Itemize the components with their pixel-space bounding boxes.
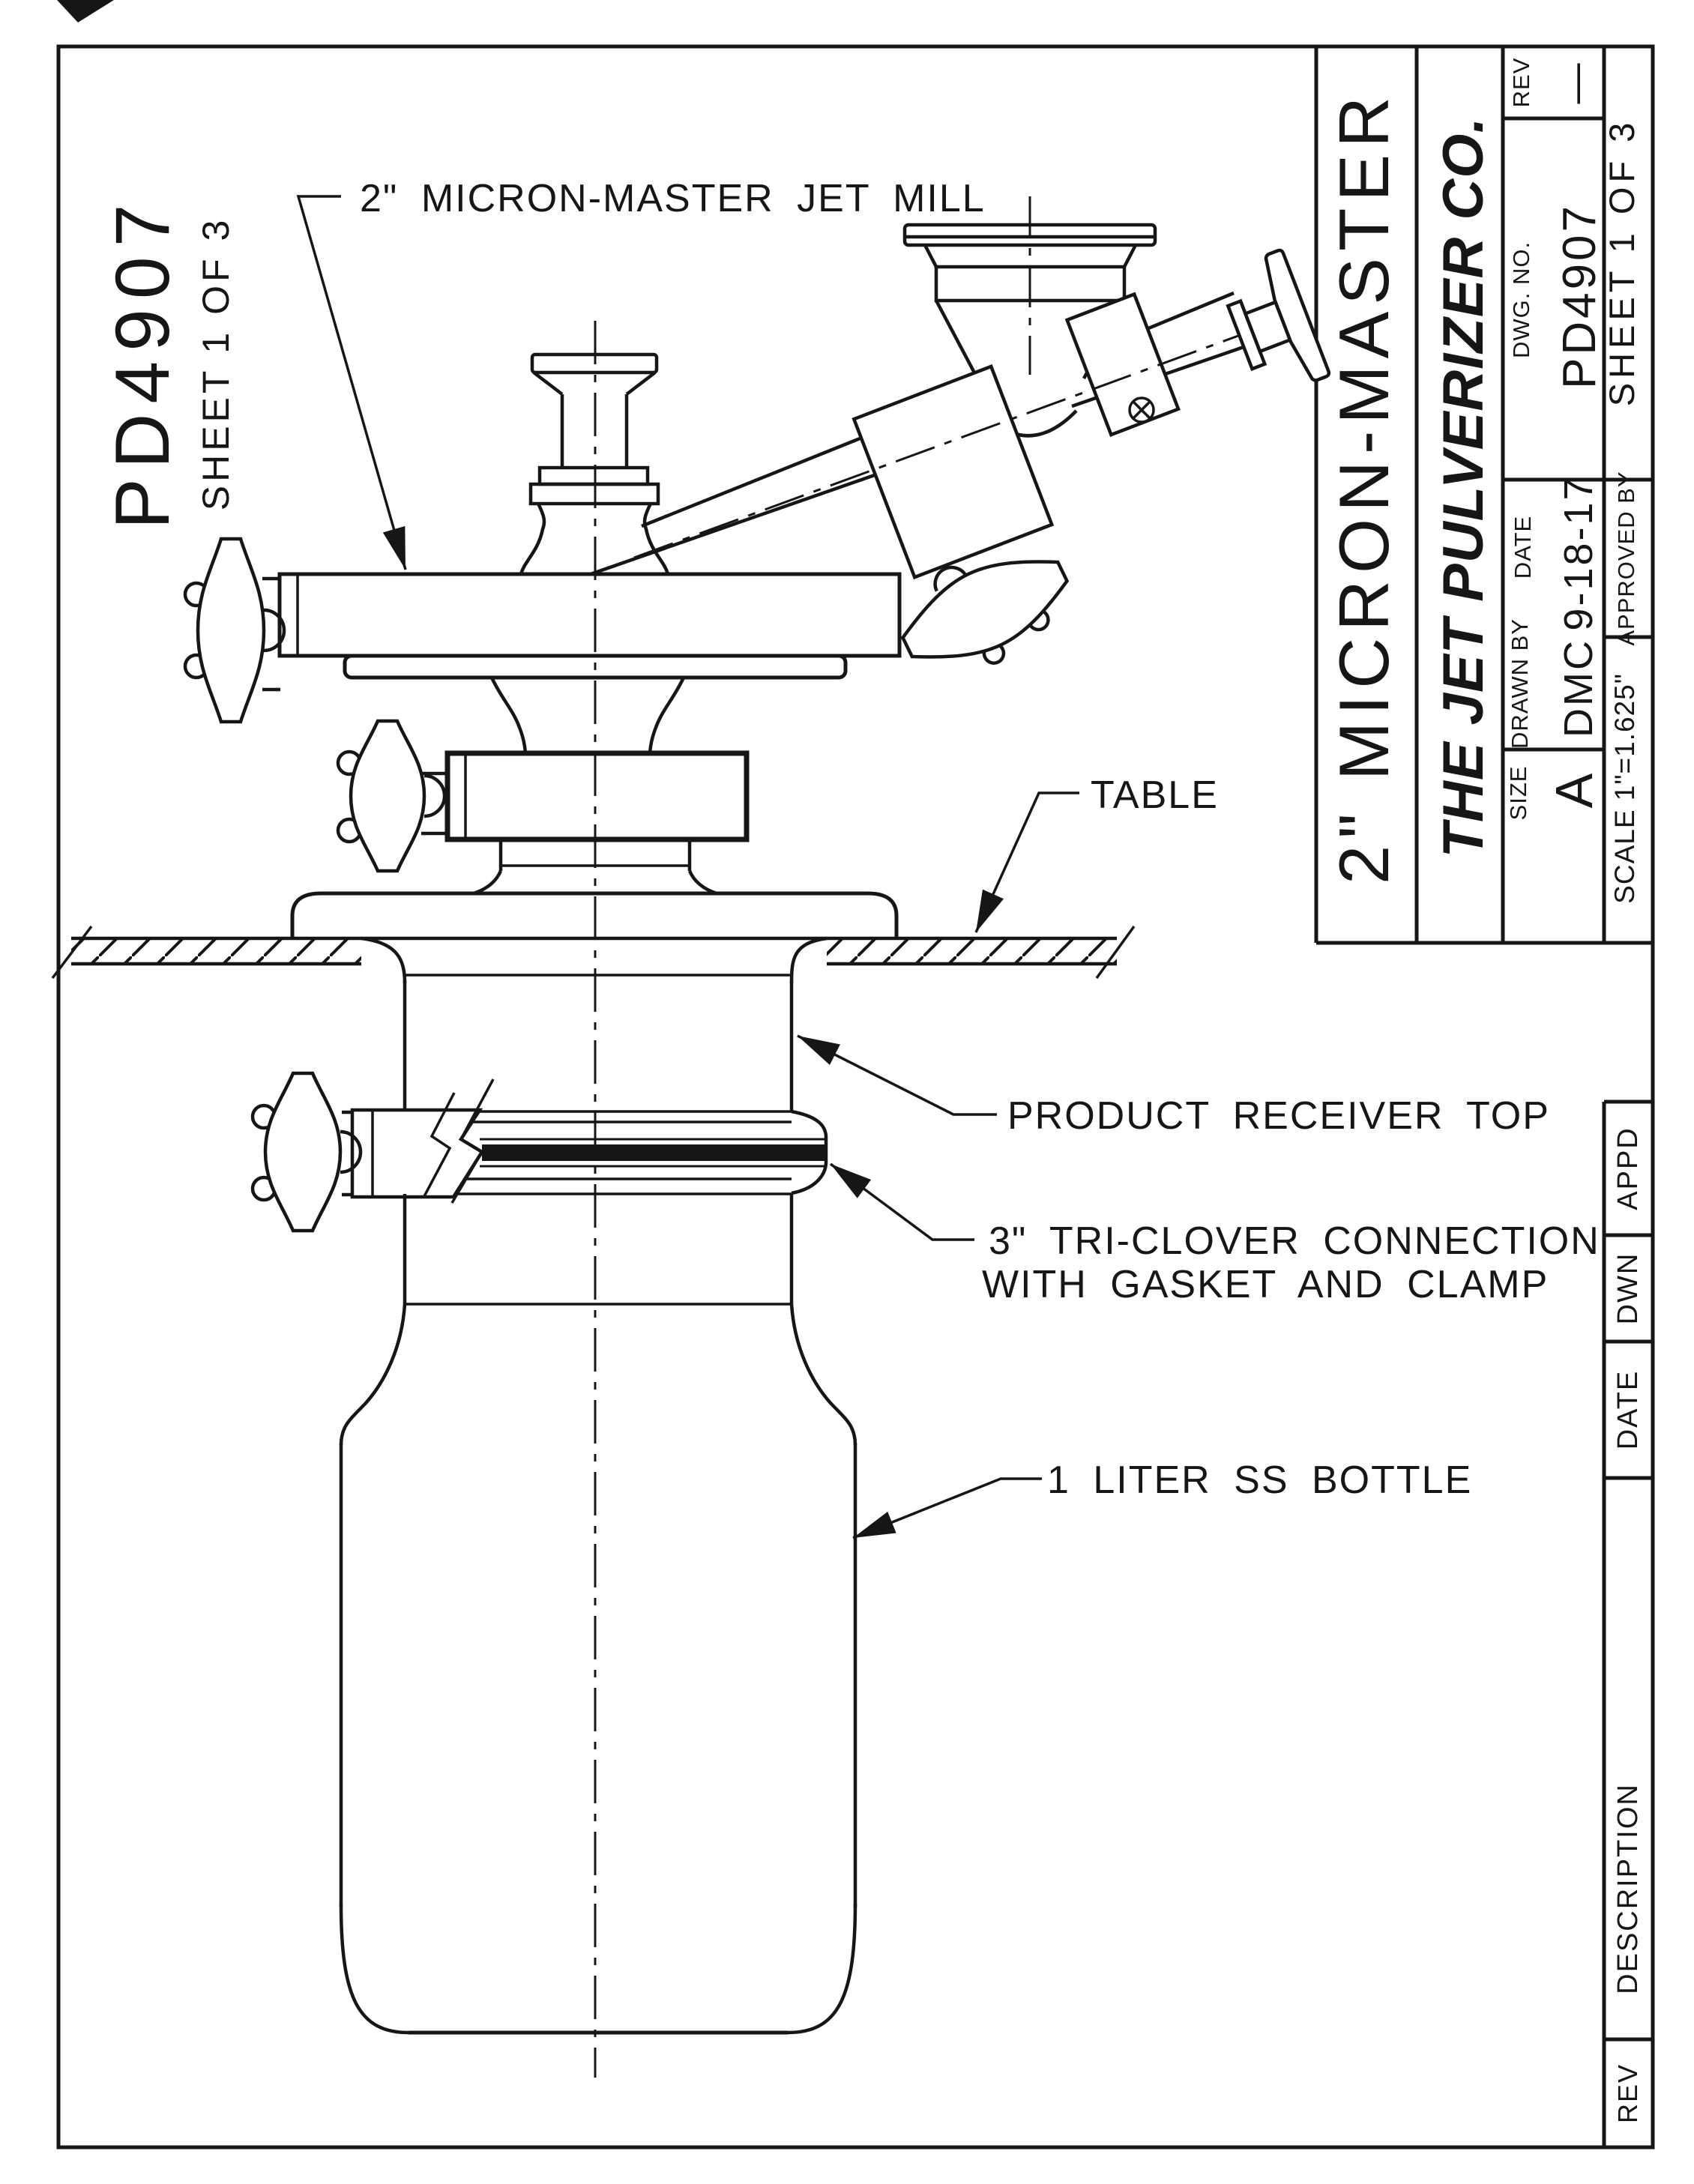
jet-mill bbox=[183, 352, 902, 938]
table-hatch-right bbox=[827, 940, 1117, 962]
injector-wing-clamp bbox=[900, 560, 1070, 665]
callout-triclover-line1: 3" TRI-CLOVER CONNECTION bbox=[989, 1219, 1600, 1263]
title-block-title: 2" MICRON-MASTER bbox=[1324, 90, 1403, 884]
plunger-knob bbox=[1226, 248, 1331, 382]
mid-wing-clamp bbox=[336, 719, 447, 873]
strip-rev: REV bbox=[1612, 2063, 1643, 2123]
rev-value: — bbox=[1553, 61, 1598, 104]
corner-dwg-no: PD4907 bbox=[100, 195, 185, 530]
table-hatch-left bbox=[71, 940, 361, 962]
strip-date: DATE bbox=[1612, 1370, 1644, 1450]
break-line-1 bbox=[450, 1079, 495, 1204]
drawing-frame bbox=[56, 44, 1655, 2150]
revision-strip: APPD DWN DATE DESCRIPTION REV bbox=[1602, 1099, 1653, 2147]
receiver-wing-clamp bbox=[250, 1071, 363, 1233]
break-line-2 bbox=[422, 1092, 456, 1198]
sheet-label: SHEET 1 OF 3 bbox=[1602, 118, 1642, 407]
title-block bbox=[1314, 46, 1653, 945]
drawn-by-value: DMC bbox=[1556, 639, 1601, 737]
ss-bottle bbox=[339, 1303, 857, 2035]
company-name: THE JET PULVERIZER CO. bbox=[1432, 116, 1495, 857]
callout-table: TABLE bbox=[1091, 773, 1219, 817]
title-block-text: 2" MICRON-MASTER THE JET PULVERIZER CO. … bbox=[1324, 58, 1642, 904]
triclover-clamp-block bbox=[350, 1079, 495, 1204]
table-break-left bbox=[51, 925, 93, 980]
strip-description: DESCRIPTION bbox=[1612, 1783, 1644, 1994]
date-value: 9-18-17 bbox=[1556, 475, 1601, 630]
callout-triclover-line2: WITH GASKET AND CLAMP bbox=[982, 1263, 1549, 1306]
approved-label: APPROVED BY bbox=[1613, 471, 1639, 645]
bottle-shoulder-left bbox=[339, 1303, 407, 1446]
scan-artifact bbox=[57, 0, 114, 22]
strip-appd: APPD bbox=[1612, 1126, 1644, 1210]
receiver-shoulder-right bbox=[789, 936, 828, 984]
feed-funnel-injector bbox=[590, 196, 1331, 665]
callout-jet-mill: 2" MICRON-MASTER JET MILL bbox=[360, 177, 986, 220]
size-value: A bbox=[1545, 773, 1603, 808]
pedestal-neck-upper bbox=[489, 677, 686, 754]
table-break-right bbox=[1095, 925, 1136, 980]
dwg-no-label: DWG. NO. bbox=[1508, 241, 1534, 358]
body-wing-clamp bbox=[183, 537, 286, 724]
receiver-shoulder-left bbox=[361, 936, 407, 984]
callout-receiver: PRODUCT RECEIVER TOP bbox=[1007, 1094, 1550, 1138]
callout-bottle-leader bbox=[852, 1477, 1042, 1539]
injector-sleeve-block bbox=[851, 364, 1055, 580]
drawn-by-label: DRAWN BY bbox=[1507, 618, 1533, 749]
strip-dwn: DWN bbox=[1612, 1252, 1644, 1325]
mill-body bbox=[277, 572, 902, 658]
callout-bottle: 1 LITER SS BOTTLE bbox=[1047, 1458, 1472, 1502]
rev-label: REV bbox=[1508, 58, 1534, 108]
corner-sheet: SHEET 1 OF 3 bbox=[195, 217, 237, 511]
callout-receiver-leader bbox=[797, 1034, 997, 1116]
product-receiver bbox=[250, 936, 828, 1306]
size-label: SIZE bbox=[1505, 766, 1531, 821]
corner-note: PD4907 SHEET 1 OF 3 bbox=[100, 195, 237, 530]
injector-centerline bbox=[633, 334, 1239, 559]
bottle-shoulder-right bbox=[789, 1303, 857, 1446]
callout-jet-mill-leader bbox=[296, 195, 407, 570]
bottle-corner-right bbox=[787, 1903, 857, 2035]
scale-label: SCALE 1"=1.625" bbox=[1609, 673, 1640, 904]
date-label: DATE bbox=[1510, 516, 1536, 579]
screw-icon bbox=[1128, 396, 1155, 423]
callout-table-leader bbox=[974, 791, 1079, 933]
dwg-no-value: PD4907 bbox=[1554, 203, 1606, 389]
callout-triclover-leader bbox=[829, 1162, 974, 1241]
ferrule-lip-right bbox=[791, 1109, 828, 1195]
callouts: 2" MICRON-MASTER JET MILL TABLE PRODUCT … bbox=[296, 177, 1600, 1539]
gasket-band bbox=[482, 1144, 825, 1161]
bottle-corner-left bbox=[339, 1903, 409, 2035]
mill-mid-band bbox=[444, 750, 750, 842]
